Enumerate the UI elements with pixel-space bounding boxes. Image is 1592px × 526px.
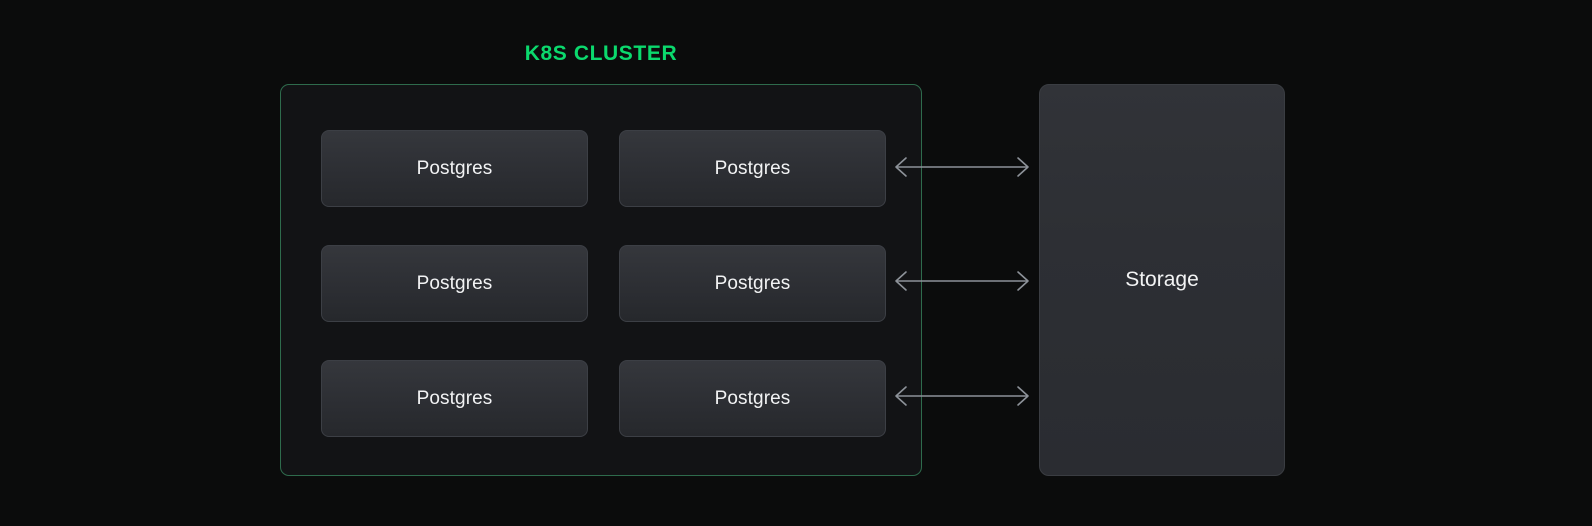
arrow-head-right-icon — [1017, 271, 1029, 291]
pod-row: Postgres Postgres — [321, 130, 886, 207]
postgres-pod[interactable]: Postgres — [619, 245, 886, 322]
arrow-head-right-icon — [1017, 386, 1029, 406]
arrow-head-right-icon — [1017, 157, 1029, 177]
postgres-pod-grid: Postgres Postgres Postgres Postgres Post… — [321, 130, 886, 437]
storage-node[interactable]: Storage — [1039, 84, 1285, 476]
k8s-cluster-container: Postgres Postgres Postgres Postgres Post… — [280, 84, 922, 476]
postgres-pod[interactable]: Postgres — [619, 130, 886, 207]
postgres-pod[interactable]: Postgres — [321, 360, 588, 437]
pod-row: Postgres Postgres — [321, 245, 886, 322]
postgres-pod[interactable]: Postgres — [321, 245, 588, 322]
pod-row: Postgres Postgres — [321, 360, 886, 437]
postgres-pod[interactable]: Postgres — [619, 360, 886, 437]
cluster-title: K8S CLUSTER — [524, 42, 678, 65]
postgres-pod[interactable]: Postgres — [321, 130, 588, 207]
